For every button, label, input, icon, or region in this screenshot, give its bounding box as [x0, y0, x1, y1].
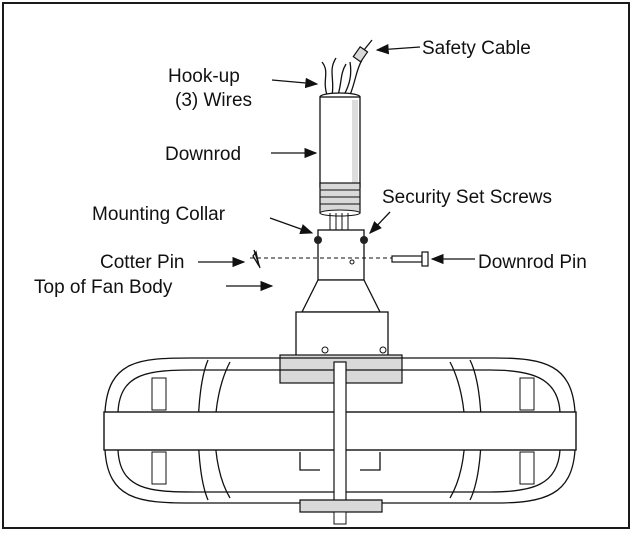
- label-hookup-wires-line1: Hook-up: [168, 66, 240, 87]
- label-downrod-pin: Downrod Pin: [478, 252, 587, 273]
- downrod-pin: [391, 251, 429, 267]
- leader-arrows: [198, 43, 475, 292]
- safety-cable: [349, 39, 373, 96]
- hookup-wires: [321, 57, 352, 96]
- fan-cage: [103, 357, 577, 525]
- cotter-pin: [252, 249, 261, 269]
- downrod: [319, 92, 361, 232]
- label-downrod: Downrod: [165, 144, 241, 165]
- label-security-set-screws: Security Set Screws: [382, 187, 552, 208]
- label-safety-cable: Safety Cable: [422, 38, 531, 59]
- fan-body-top: [279, 279, 403, 384]
- label-cotter-pin: Cotter Pin: [100, 252, 184, 273]
- label-top-of-fan-body: Top of Fan Body: [34, 277, 173, 298]
- mounting-collar: [250, 229, 395, 281]
- label-hookup-wires-line2: (3) Wires: [175, 90, 252, 111]
- label-mounting-collar: Mounting Collar: [92, 204, 226, 225]
